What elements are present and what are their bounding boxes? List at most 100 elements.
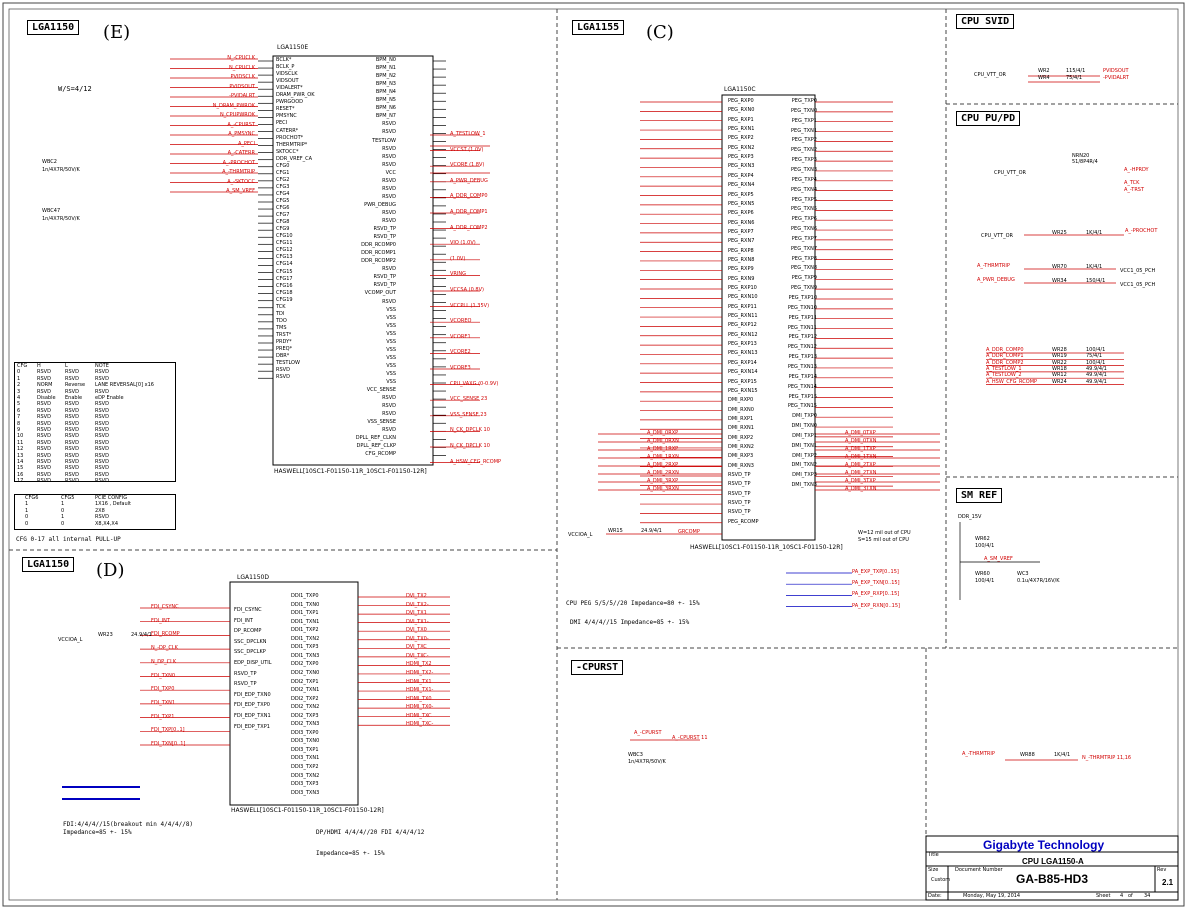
table-cell: RSVD xyxy=(65,407,79,414)
c-right-pin: DMI_TXP0 xyxy=(792,413,817,420)
d-right-net: HDMI_TX1 xyxy=(406,678,432,685)
svid-out-1: PVIDSOUT xyxy=(1103,68,1129,74)
c-left-pin: PEG_RXN12 xyxy=(728,331,758,338)
table-cell: RSVD xyxy=(95,478,109,485)
d-left-net: FDI_INT xyxy=(151,617,170,624)
e-right-pin: BPM_N5 xyxy=(375,97,396,104)
c-right-pin: PEG_TXN14 xyxy=(787,383,817,390)
e-left-net: A_-SKTOCC xyxy=(227,178,255,185)
date-label: Date: xyxy=(928,893,942,899)
c-bus-label: PA_EXP_TXN[0..15] xyxy=(852,580,900,587)
c-left-pin: PEG_RXN3 xyxy=(728,163,755,170)
c-right-pin: PEG_TXN1 xyxy=(791,127,817,134)
table-cell: RSVD xyxy=(65,414,79,421)
svid-vtt: CPU_VTT_OR xyxy=(974,72,1007,78)
e-left-pin: RSVD xyxy=(276,374,290,381)
c-right-pin: PEG_TXN11 xyxy=(787,324,817,331)
c-note-2: S=15 mil out of CPU xyxy=(858,537,909,543)
d-right-net: DVI_TX1- xyxy=(406,618,429,625)
nrn20-value: 51/8P4R/4 xyxy=(1072,159,1098,165)
e-right-net: A_DDR_COMP0 xyxy=(450,193,488,200)
dp-note: DP/HDMI 4/4/4//20 FDI 4/4/4/12 xyxy=(316,829,425,836)
table-cell: 16 xyxy=(17,471,24,478)
svid-title: CPU SVID xyxy=(956,14,1015,29)
c-left-pin: PEG_RXN10 xyxy=(728,294,758,301)
table-cell: RSVD xyxy=(65,388,79,395)
table-cell: RSVD xyxy=(95,439,109,446)
d-right-pin: DDI2_TXN2 xyxy=(291,704,320,711)
e-left-pin: PRDY* xyxy=(276,339,292,345)
e-footer: HASWELL[10SC1-F01150-11R_10SC1-F01150-12… xyxy=(274,468,427,475)
d-right-pin: DDI1_TXN2 xyxy=(291,635,320,642)
c-left-pin: PEG_RCOMP xyxy=(728,518,759,525)
d-left-net: FDI_TXP1 xyxy=(151,713,175,720)
wr70-label: WR70 xyxy=(1052,264,1067,270)
thrmtrip-net: A_-THRMTRIP xyxy=(962,751,995,757)
table-cell: RSVD xyxy=(37,375,51,382)
c-left-pin: DMI_RXN3 xyxy=(728,462,754,469)
c-left-pin: PEG_RXN9 xyxy=(728,275,755,282)
table-cell: 1 xyxy=(25,507,29,514)
e-left-pin: CFG2 xyxy=(276,176,290,183)
d-left-net: FDI_RCOMP xyxy=(151,631,180,638)
table-cell: 2 xyxy=(17,382,21,389)
svid-wr4: WR4 xyxy=(1038,75,1050,81)
c-right-pin: PEG_TXN8 xyxy=(791,265,817,272)
c-dmi-tx-net: A_DMI_3TXP xyxy=(845,478,876,484)
table-cell: 17 xyxy=(17,478,24,485)
c-right-pin: PEG_TXP2 xyxy=(791,137,817,144)
d-right-pin: DDI1_TXN3 xyxy=(291,652,320,659)
c-right-pin: PEG_TXN15 xyxy=(787,403,817,410)
date-value: Monday, May 19, 2014 xyxy=(963,893,1021,899)
table-cell: RSVD xyxy=(95,433,109,440)
e-right-pin: RSVD_TP xyxy=(373,282,397,289)
e-right-pin: RSVD xyxy=(382,209,396,216)
table-cell: RSVD xyxy=(37,433,51,440)
wr60-label: WR60 xyxy=(975,571,990,577)
table-header-cell: CFG5 xyxy=(61,495,75,501)
pupd-pwr-debug: A_PWR_DEBUG xyxy=(977,277,1015,283)
d-right-net: HDMI_TX2 xyxy=(406,661,432,668)
table-cell: X8,X4,X4 xyxy=(95,520,118,527)
e-right-pin: RSVD xyxy=(382,411,396,418)
table-header-cell: CFG6 xyxy=(25,495,39,501)
e-right-pin: TESTLOW xyxy=(372,137,396,144)
c-right-pin: PEG_TXN5 xyxy=(791,206,817,213)
table-cell: RSVD xyxy=(95,420,109,427)
c-left-pin: PEG_RXN13 xyxy=(728,350,758,357)
c-right-pin: PEG_TXP14 xyxy=(788,373,817,380)
c-left-pin: PEG_RXN14 xyxy=(728,369,758,376)
section-e-letter: (E) xyxy=(103,22,131,43)
table-cell: RSVD xyxy=(37,369,51,376)
e-left-pin: VIDSOUT xyxy=(276,78,299,85)
c-left-pin: DMI_RXN2 xyxy=(728,443,754,450)
c-right-pin: PEG_TXP7 xyxy=(791,235,817,242)
wr62-label: WR62 xyxy=(975,536,990,542)
e-left-pin: DDR_VREF_CA xyxy=(276,155,313,162)
d-right-pin: DDI2_TXP1 xyxy=(291,678,319,685)
d-right-pin: DDI1_TXP0 xyxy=(291,593,319,599)
e-right-net: VCORE2 xyxy=(450,349,471,356)
d-right-pin: DDI3_TXP1 xyxy=(291,746,319,753)
e-right-net: VCOREO xyxy=(450,318,472,325)
c-left-pin: PEG_RXN7 xyxy=(728,238,755,245)
wbc47-value: 1n/4X7R/50V/K xyxy=(42,216,80,222)
svid-out-2: -PVIDALRT xyxy=(1103,75,1129,81)
e-right-pin: RSVD_TP xyxy=(373,226,397,233)
d-left-net: FDI_TXN1 xyxy=(151,699,176,706)
e-left-pin: PMSYNC xyxy=(276,113,297,120)
d-right-pin: DDI2_TXN0 xyxy=(291,669,320,676)
smref-ddr: DDR_15V xyxy=(958,514,982,520)
e-right-pin: RSVD_TP xyxy=(373,274,397,281)
e-right-pin: VCOMP_OUT xyxy=(364,290,396,297)
e-left-net: A_-CPURST xyxy=(227,121,255,128)
d-left-pin: SSC_DPCLKP xyxy=(234,649,266,656)
wr70-value: 1K/4/1 xyxy=(1086,264,1103,270)
table-cell: 3 xyxy=(17,388,21,395)
e-right-pin: DDR_RCOMP2 xyxy=(361,258,396,265)
e-right-pin: BPM_N4 xyxy=(375,89,396,96)
d-right-net: HDMI_TX0 xyxy=(406,695,432,702)
c-dmi-tx-net: A_DMI_1TXN xyxy=(845,454,877,460)
d-left-pin: FDI_EDP_TXN0 xyxy=(234,691,271,698)
